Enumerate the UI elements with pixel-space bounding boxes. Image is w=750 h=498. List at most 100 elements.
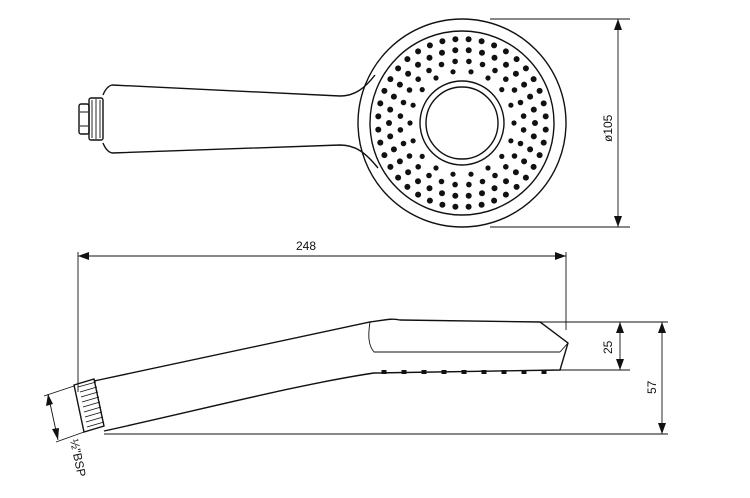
side-nozzle [541, 370, 547, 374]
nozzle-dot [542, 126, 549, 133]
nozzle-dot [521, 158, 528, 165]
nozzle-dot [452, 36, 459, 43]
nozzle-dot [406, 87, 413, 93]
nozzle-dot [439, 201, 446, 208]
diameter-label: ø105 [601, 114, 615, 142]
nozzle-dot [503, 61, 509, 68]
nozzle-dot [517, 99, 524, 106]
nozzle-dot [492, 67, 498, 74]
head-height-label: 25 [601, 340, 615, 354]
nozzle-dot [426, 42, 433, 49]
nozzle-dot [386, 120, 392, 126]
nozzle-dot [438, 178, 445, 185]
nozzle-dot [410, 138, 416, 144]
nozzle-dot [491, 54, 498, 61]
nozzle-dot [491, 197, 498, 204]
nozzle-dot [485, 75, 491, 81]
nozzle-dot [532, 120, 538, 126]
side-nozzle [421, 370, 427, 374]
nozzle-dot [439, 38, 446, 45]
nozzle-dot [502, 191, 509, 198]
handle-outline-top [102, 74, 379, 169]
nozzle-dot [419, 87, 425, 93]
nozzle-dot [508, 102, 514, 108]
nozzle-dot [530, 163, 537, 170]
nozzle-dot [426, 185, 433, 192]
nozzle-dot [512, 169, 519, 176]
nozzle-dot [542, 113, 549, 120]
nozzle-dot [410, 102, 416, 108]
nozzle-dot [377, 139, 384, 146]
nozzle-dot [452, 181, 458, 188]
length-label: 248 [296, 239, 316, 253]
nozzle-dot [426, 197, 433, 204]
nozzle-dot [503, 76, 509, 82]
nozzle-dot [400, 99, 407, 106]
nozzle-dot [426, 67, 432, 74]
nozzle-dot [405, 70, 412, 77]
nozzle-dot [426, 172, 432, 179]
nozzle-dot [390, 146, 397, 153]
nozzle-dot [478, 38, 485, 45]
nozzle-dot [520, 127, 527, 133]
nozzle-dot [438, 61, 445, 68]
side-thread [73, 378, 105, 433]
nozzle-dot [478, 201, 485, 208]
nozzle-dot [511, 120, 517, 126]
nozzle-dot [465, 36, 472, 43]
side-handle [93, 318, 569, 432]
nozzle-dot [522, 174, 529, 181]
side-nozzle [521, 370, 527, 374]
thread-label: ½"BSP [67, 438, 89, 478]
nozzle-dot [387, 76, 394, 83]
nozzle-dot [400, 140, 407, 147]
nozzle-dot [439, 190, 445, 197]
nozzle-dot [397, 127, 404, 133]
nozzle-dot [395, 65, 402, 72]
nozzle-dot [479, 190, 485, 197]
nozzle-dot [405, 169, 412, 176]
total-height-label: 57 [645, 380, 659, 394]
nozzle-dot [415, 48, 422, 55]
nozzle-dot [377, 100, 384, 107]
nozzle-dot [407, 120, 413, 126]
nozzle-dot [466, 181, 472, 188]
nozzle-dot [511, 87, 518, 93]
nozzle-dot [513, 56, 520, 63]
nozzle-dot [527, 93, 534, 100]
nozzle-dot [517, 140, 524, 147]
nozzle-dot [381, 152, 388, 159]
head-outer [357, 18, 567, 228]
side-nozzle [461, 370, 467, 374]
nozzle-dot [433, 75, 439, 81]
thread-connector [78, 97, 104, 141]
nozzle-dot [508, 138, 514, 144]
nozzle-dot [491, 185, 498, 192]
nozzle-dot [406, 153, 413, 159]
side-nozzle [401, 370, 407, 374]
nozzle-dot [375, 126, 382, 133]
nozzle-dot [404, 183, 411, 190]
nozzle-dot [499, 87, 505, 93]
side-view [73, 318, 569, 433]
diameter-dimension: ø105 [490, 18, 630, 228]
nozzle-dot [492, 172, 498, 179]
thread-callout: ½"BSP [43, 385, 89, 478]
center-hub-outer [419, 80, 505, 166]
side-nozzle [481, 370, 487, 374]
nozzle-dot [499, 153, 505, 159]
nozzle-dot [521, 81, 528, 88]
nozzle-dot [450, 171, 456, 177]
center-hub-inner [425, 86, 499, 160]
nozzle-dot [426, 54, 433, 61]
head-face [369, 30, 555, 216]
nozzle-dot [512, 70, 519, 77]
nozzle-dot [466, 58, 472, 65]
nozzle-dot [479, 178, 486, 185]
nozzle-dot [540, 139, 547, 146]
nozzle-dot [465, 192, 472, 199]
nozzle-dot [465, 203, 472, 210]
nozzle-dot [452, 203, 459, 210]
nozzle-dot [503, 164, 509, 170]
